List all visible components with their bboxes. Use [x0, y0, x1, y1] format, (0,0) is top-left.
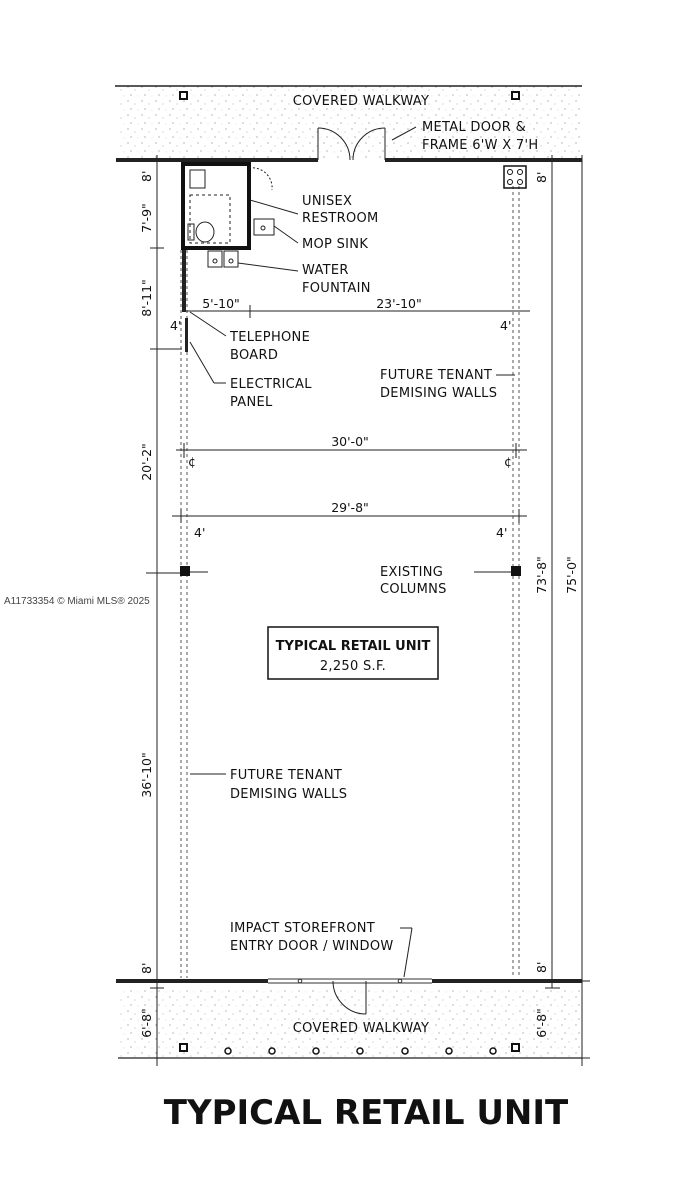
storefront-glazing: [268, 978, 432, 984]
walkway-bottom-area: [118, 988, 580, 1058]
walkway-post: [511, 91, 520, 100]
right-dimension-lines: [545, 155, 590, 1066]
dim-cl-left: ¢: [188, 454, 196, 469]
walkway-top-area: [118, 86, 580, 158]
electrical-board-strip: [182, 250, 188, 352]
electrical-panel-label-1: ELECTRICAL: [230, 377, 312, 392]
drain-fixture: [503, 165, 527, 189]
future-tenant-lower-label-1: FUTURE TENANT: [230, 768, 342, 783]
future-tenant-upper-label-2: DEMISING WALLS: [380, 386, 497, 401]
demising-wall-left: [180, 250, 188, 978]
dim-lower-zone: 36'-10": [139, 752, 154, 798]
restroom-label-1: UNISEX: [302, 194, 352, 209]
dim-side-lower-right: 4': [496, 525, 507, 540]
dim-walkway-left: 6'-8": [139, 1008, 154, 1038]
unit-box-area: 2,250 S.F.: [320, 659, 386, 674]
leader-lines: [189, 126, 515, 978]
existing-column-left: [180, 566, 190, 576]
metal-door-label-2: FRAME 6'W X 7'H: [422, 138, 538, 153]
telephone-board-label-1: TELEPHONE: [229, 330, 310, 345]
horizontal-dimension-lines: [172, 305, 530, 523]
entry-door-symbol: [332, 980, 367, 1015]
existing-column-right: [511, 566, 521, 576]
dim-top-wall-left: 8': [139, 171, 154, 182]
dim-restroom-width: 5'-10": [202, 296, 240, 311]
impact-storefront-label-2: ENTRY DOOR / WINDOW: [230, 939, 394, 954]
existing-columns-label-1: EXISTING: [380, 565, 443, 580]
walkway-top-label: COVERED WALKWAY: [293, 94, 429, 109]
walkway-post: [179, 91, 188, 100]
mls-watermark: A11733354 © Miami MLS® 2025: [4, 596, 150, 607]
water-fountain-label-1: WATER: [302, 263, 349, 278]
electrical-panel-label-2: PANEL: [230, 395, 273, 410]
walkway-post: [511, 1043, 520, 1052]
left-dimension-line: [146, 155, 182, 1066]
mop-sink-fixture: [253, 218, 275, 236]
water-fountain-label-2: FOUNTAIN: [302, 281, 371, 296]
dim-side-upper-left: 4': [170, 318, 181, 333]
dim-centerline-width: 30'-0": [331, 434, 369, 449]
metal-door-symbol: [317, 127, 386, 161]
walkway-bollards: [224, 1047, 497, 1055]
demising-wall-right: [512, 186, 520, 978]
dim-restroom-depth: 7'-9": [139, 203, 154, 233]
dim-top-wall-right: 8': [534, 172, 549, 183]
dim-cl-right: ¢: [504, 454, 512, 469]
dim-overall-inner: 73'-8": [534, 556, 549, 594]
restroom-room: [181, 162, 251, 250]
dim-bottom-wall-right: 8': [534, 962, 549, 973]
dim-overall: 75'-0": [564, 556, 579, 594]
dim-middle-zone: 20'-2": [139, 443, 154, 481]
metal-door-label-1: METAL DOOR &: [422, 120, 526, 135]
drawing-title: TYPICAL RETAIL UNIT: [164, 1093, 569, 1133]
impact-storefront-label-1: IMPACT STOREFRONT: [230, 921, 375, 936]
restroom-label-2: RESTROOM: [302, 211, 379, 226]
dim-side-upper-right: 4': [500, 318, 511, 333]
existing-columns-label-2: COLUMNS: [380, 582, 447, 597]
dim-upper-zone: 8'-11": [139, 279, 154, 317]
mop-sink-label: MOP SINK: [302, 237, 368, 252]
dim-side-lower-left: 4': [194, 525, 205, 540]
restroom-fixtures: [187, 167, 273, 244]
telephone-board-label-2: BOARD: [230, 348, 278, 363]
future-tenant-upper-label-1: FUTURE TENANT: [380, 368, 492, 383]
future-tenant-lower-label-2: DEMISING WALLS: [230, 787, 347, 802]
dim-clear-width: 29'-8": [331, 500, 369, 515]
unit-box-frame: [267, 626, 439, 680]
water-fountain-fixture: [207, 250, 239, 268]
dim-bottom-wall-left: 8': [139, 963, 154, 974]
walkway-post: [179, 1043, 188, 1052]
dim-remaining-width: 23'-10": [376, 296, 422, 311]
unit-box-title: TYPICAL RETAIL UNIT: [276, 639, 431, 654]
dim-walkway-right: 6'-8": [534, 1008, 549, 1038]
walkway-bottom-label: COVERED WALKWAY: [293, 1021, 429, 1036]
